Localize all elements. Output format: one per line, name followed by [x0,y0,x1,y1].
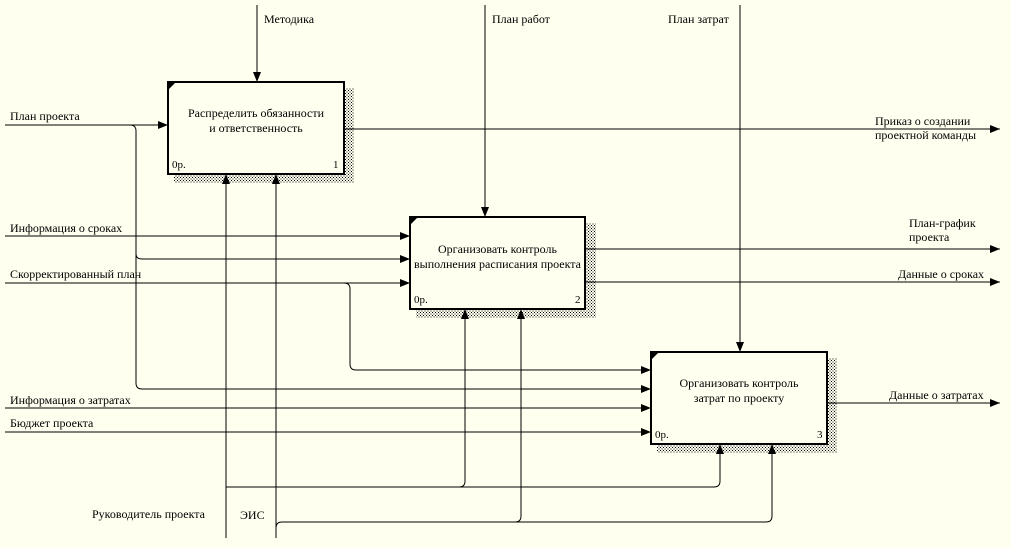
activity-3-title-line2: затрат по проекту [693,391,785,405]
output-label-deadlines: Данные о сроках [898,267,985,281]
input-label-project-plan: План проекта [10,109,80,123]
corrected-plan-branch-to-activity-3[interactable] [343,282,651,374]
control-label-methodology: Методика [264,12,315,26]
activity-box-3[interactable] [650,351,828,445]
manager-branch-to-activity-2[interactable] [226,309,469,488]
input-label-cost-info: Информация о затратах [10,393,131,407]
mechanism-label-manager: Руководитель проекта [92,507,205,521]
output-label-costs: Данные о затратах [889,388,984,402]
mechanism-label-eis: ЭИС [240,508,265,522]
control-label-cost-plan: План затрат [668,12,729,26]
activity-box-2[interactable] [409,216,586,310]
input-label-deadline-info: Информация о сроках [10,221,123,235]
activity-3-title-line1: Организовать контроль [679,376,799,390]
activity-2-title: Организовать контроль выполнения расписа… [412,242,583,272]
output-label-schedule-line2: проекта [909,230,950,244]
activity-1-title-line2: и ответственность [209,121,303,135]
output-label-team-order-line2: проектной команды [875,128,977,142]
manager-branch-to-activity-3[interactable] [459,444,724,488]
output-label-schedule-line1: План-график [909,216,976,230]
activity-1-title-line1: Распределить обязанности [187,106,324,120]
project-plan-branch-to-activity-3[interactable] [135,254,651,393]
eis-branch-to-activity-3[interactable] [515,444,776,523]
activity-1-cost: 0р. [172,159,186,171]
eis-branch-to-activity-2[interactable] [275,309,525,529]
activity-1-number: 1 [333,159,339,171]
activity-2-title-line2: выполнения расписания проекта [413,257,582,271]
activity-3-title: Организовать контроль затрат по проекту [653,376,825,406]
activity-2-title-line1: Организовать контроль [437,242,557,256]
activity-2-cost: 0р. [414,294,428,306]
control-label-work-plan: План работ [492,12,550,26]
input-label-project-budget: Бюджет проекта [10,416,94,430]
activity-1-title: Распределить обязанности и ответственнос… [170,106,342,136]
activity-box-1[interactable] [167,81,345,175]
output-label-team-order-line1: Приказ о создании [875,114,971,128]
activity-3-number: 3 [817,429,823,441]
activity-3-cost: 0р. [655,429,669,441]
activity-2-number: 2 [575,294,581,306]
input-label-corrected-plan: Скорректированный план [10,267,142,281]
